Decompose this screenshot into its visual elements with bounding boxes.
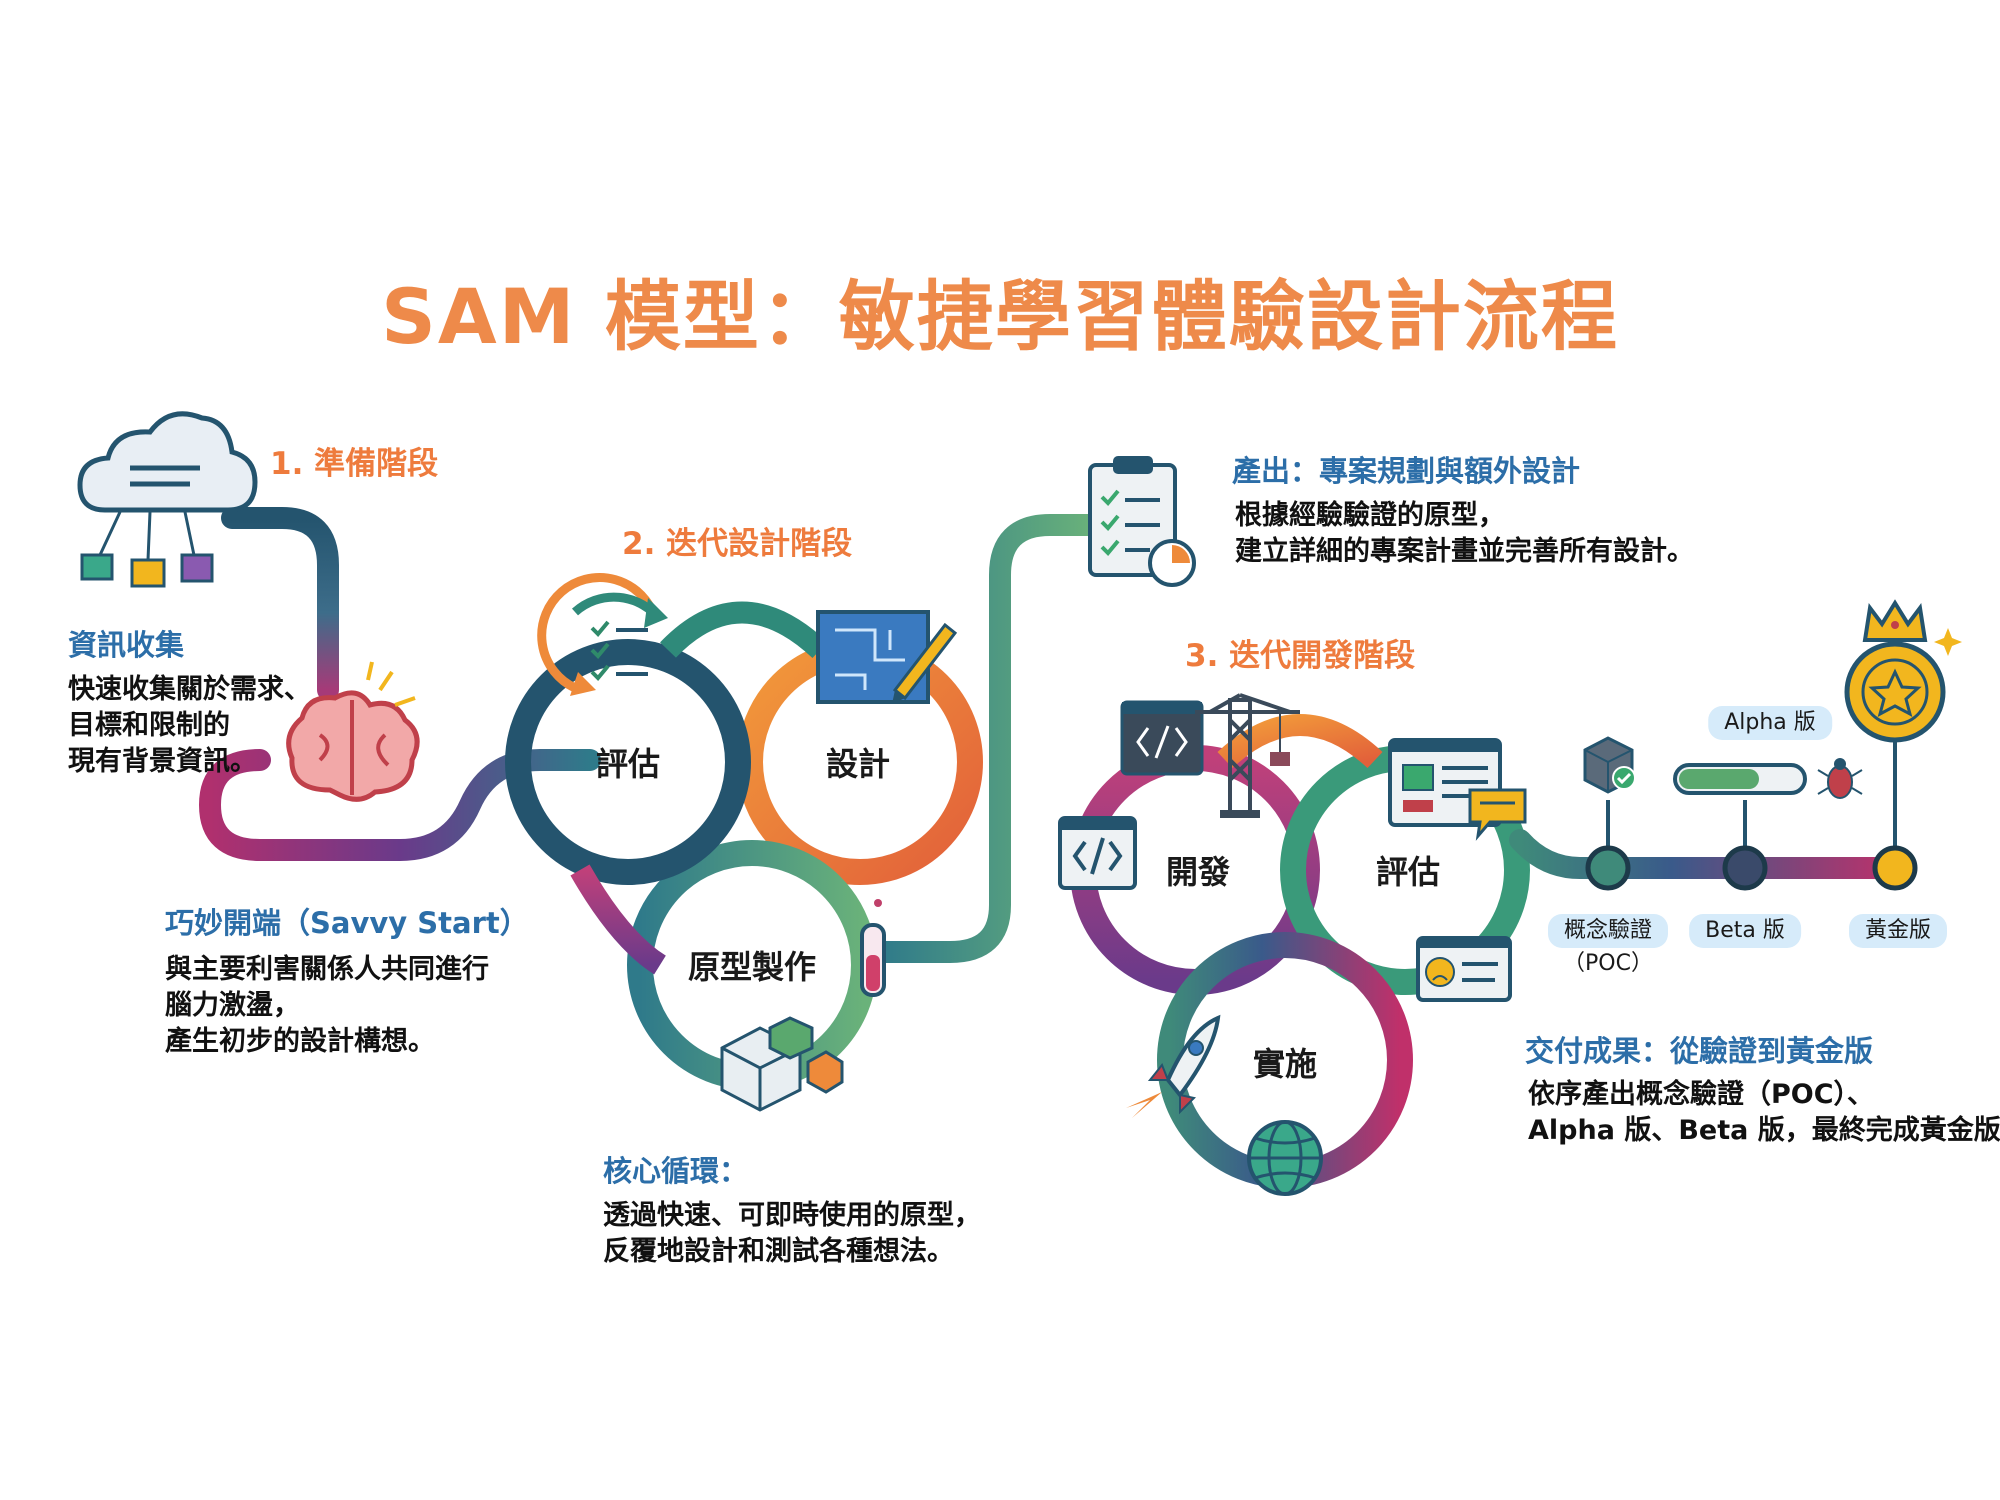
savvy-line: 與主要利害關係人共同進行 (165, 954, 489, 985)
blueprint-icon (816, 610, 958, 704)
test-tube-icon (860, 899, 886, 997)
info-heading: 資訊收集 (68, 628, 185, 662)
cloud-icon (77, 411, 258, 588)
savvy-line: 腦力激盪， (165, 990, 300, 1021)
core-line: 反覆地設計和測試各種想法。 (603, 1236, 954, 1267)
info-line: 現有背景資訊。 (68, 746, 257, 777)
bug-icon (1817, 758, 1863, 799)
savvy-body: 與主要利害關係人共同進行 腦力激盪， 產生初步的設計構想。 (165, 952, 489, 1060)
rocket-icon (1126, 1014, 1221, 1118)
code-window-icon (1120, 700, 1204, 776)
loop-evaluate-dev-label: 評估 (1375, 853, 1441, 891)
feedback-window-icon (1416, 936, 1512, 1002)
phase2-heading: 2. 迭代設計階段 (622, 526, 853, 562)
milestone-beta-dot (1722, 845, 1768, 891)
core-heading: 核心循環： (603, 1154, 749, 1188)
output-heading: 產出：專案規劃與額外設計 (1232, 454, 1581, 488)
output-link (869, 514, 1106, 963)
info-line: 目標和限制的 (68, 710, 230, 741)
phase1-heading: 1. 準備階段 (270, 446, 439, 482)
globe-icon (1247, 1120, 1323, 1196)
loop-design-label: 設計 (825, 745, 891, 783)
milestone-gold-dot (1872, 845, 1918, 891)
milestone-beta-label: Beta 版 (1689, 914, 1801, 948)
gold-medal-icon (1844, 599, 1962, 743)
savvy-heading: 巧妙開端（Savvy Start） (165, 906, 529, 940)
clipboard-icon (1088, 456, 1196, 587)
deliverables-body: 依序產出概念驗證（POC）、 Alpha 版、Beta 版，最終完成黃金版。 (1528, 1077, 2000, 1149)
loop-prototype-label: 原型製作 (687, 948, 817, 986)
dev-top-arc (1217, 714, 1383, 769)
deliverables-line: Alpha 版、Beta 版，最終完成黃金版。 (1528, 1115, 2000, 1146)
output-line: 根據經驗驗證的原型， (1235, 500, 1505, 531)
output-line: 建立詳細的專案計畫並完善所有設計。 (1235, 536, 1694, 567)
poc-cube-icon (1583, 736, 1636, 794)
deliverables-line: 依序產出概念驗證（POC）、 (1528, 1079, 1875, 1110)
alpha-progress-bar (1673, 763, 1807, 795)
brain-icon (286, 661, 420, 802)
cubes-icon (720, 1016, 844, 1112)
page-title: SAM 模型：敏捷學習體驗設計流程 (381, 272, 1619, 361)
core-body: 透過快速、可即時使用的原型， 反覆地設計和測試各種想法。 (603, 1198, 981, 1270)
loop-develop-label: 開發 (1165, 853, 1231, 891)
prep-path (221, 507, 339, 701)
code-bracket-icon (1058, 816, 1137, 890)
cycle-checklist-icon (537, 573, 668, 696)
core-line: 透過快速、可即時使用的原型， (603, 1200, 981, 1231)
milestone-poc-sub: （POC） (1563, 951, 1653, 976)
phase3-heading: 3. 迭代開發階段 (1185, 638, 1416, 674)
milestone-poc-dot (1585, 845, 1631, 891)
savvy-line: 產生初步的設計構想。 (165, 1026, 435, 1057)
release-line (1509, 829, 1911, 879)
milestone-alpha-label: Alpha 版 (1708, 706, 1832, 740)
loop-top-arc (660, 601, 828, 659)
info-line: 快速收集關於需求、 (68, 674, 311, 705)
crane-icon (1195, 693, 1300, 818)
loop-purple-arc (570, 864, 667, 975)
dashboard-icon (1388, 738, 1527, 841)
output-body: 根據經驗驗證的原型， 建立詳細的專案計畫並完善所有設計。 (1235, 498, 1694, 570)
loop-implement-label: 實施 (1252, 1045, 1318, 1083)
loop-evaluate-label: 評估 (595, 745, 661, 783)
info-body: 快速收集關於需求、 目標和限制的 現有背景資訊。 (68, 672, 311, 780)
milestone-poc-label: 概念驗證 (1547, 914, 1669, 948)
prep-path-bottom (198, 749, 601, 861)
deliverables-heading: 交付成果：從驗證到黃金版 (1525, 1034, 1874, 1068)
milestone-gold-label: 黃金版 (1848, 914, 1948, 948)
